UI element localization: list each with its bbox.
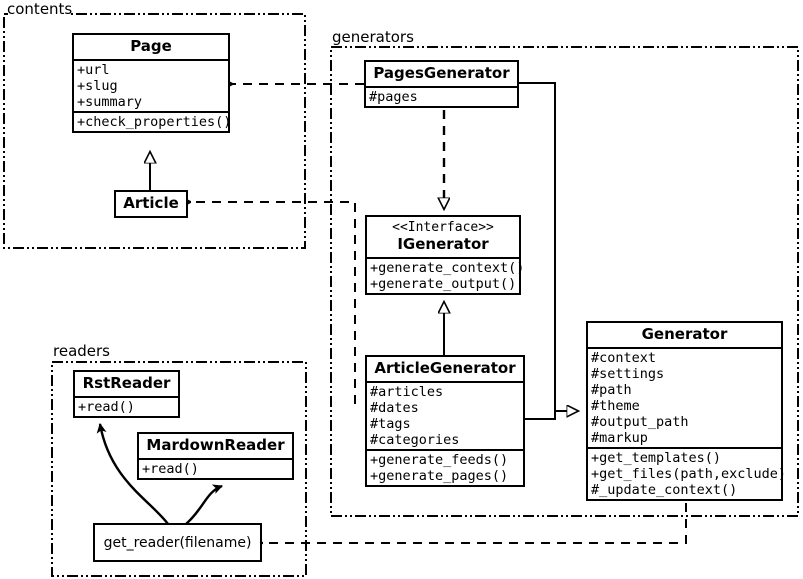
package-frame-contents — [3, 13, 306, 249]
attribute: #path — [591, 382, 632, 398]
attribute: #articles — [370, 384, 444, 400]
package-frame-readers — [51, 361, 307, 577]
operation: +read() — [78, 399, 135, 415]
operation: +get_templates() — [591, 450, 722, 466]
class-pages-generator-title: PagesGenerator — [373, 64, 510, 82]
operation: +check_properties() — [77, 114, 232, 130]
class-rst-reader[interactable]: RstReader +read() — [73, 370, 180, 418]
class-article-title: Article — [123, 194, 179, 212]
package-frame-generators — [330, 46, 799, 517]
class-igenerator[interactable]: <<Interface>> IGenerator +generate_conte… — [365, 215, 525, 295]
edge-articlegenerator-dependency-article — [190, 202, 356, 404]
class-generator-operations: +get_templates() +get_files(path,exclude… — [588, 447, 787, 499]
class-mardown-reader[interactable]: MardownReader +read() — [137, 432, 294, 480]
attribute: #output_path — [591, 414, 689, 430]
package-label-generators: generators — [332, 28, 414, 46]
class-page-title: Page — [130, 37, 172, 55]
attribute: #pages — [369, 89, 418, 105]
attribute: #tags — [370, 416, 411, 432]
edge-generator-dependency-getreader — [262, 503, 687, 543]
class-igenerator-operations: +generate_context() +generate_output() — [367, 257, 525, 293]
class-igenerator-stereotype: <<Interface>> — [392, 220, 494, 235]
function-get-reader[interactable]: get_reader(filename) — [93, 523, 262, 562]
class-article[interactable]: Article — [114, 190, 188, 218]
package-label-readers: readers — [53, 342, 110, 360]
class-rst-reader-operations: +read() — [75, 396, 178, 416]
attribute: #markup — [591, 430, 648, 446]
attribute: #dates — [370, 400, 419, 416]
class-page[interactable]: Page +url +slug +summary +check_properti… — [72, 33, 232, 133]
class-generator-attributes: #context #settings #path #theme #output_… — [588, 347, 781, 447]
attribute: +slug — [77, 78, 118, 94]
operation: +generate_output() — [370, 276, 517, 292]
attribute: #categories — [370, 432, 460, 448]
operation: +generate_feeds() — [370, 452, 509, 468]
class-mardown-reader-title: MardownReader — [146, 436, 285, 454]
attribute: +url — [77, 62, 110, 78]
class-mardown-reader-operations: +read() — [139, 458, 292, 478]
class-generator-title: Generator — [641, 325, 728, 343]
class-article-generator-title: ArticleGenerator — [374, 359, 516, 377]
attribute: +summary — [77, 94, 143, 110]
operation: +generate_context() — [370, 260, 525, 276]
class-page-attributes: +url +slug +summary — [74, 59, 228, 111]
attribute: #theme — [591, 398, 640, 414]
operation: #_update_context() — [591, 482, 738, 498]
class-article-generator-attributes: #articles #dates #tags #categories — [367, 381, 523, 449]
class-page-operations: +check_properties() — [74, 111, 232, 131]
edge-getreader-association-rstreader — [96, 423, 169, 525]
class-pages-generator-attributes: #pages — [366, 86, 517, 106]
function-get-reader-label: get_reader(filename) — [103, 534, 252, 551]
class-rst-reader-title: RstReader — [82, 374, 171, 392]
operation: +generate_pages() — [370, 468, 509, 484]
class-igenerator-name: IGenerator — [397, 235, 489, 253]
edge-getreader-association-mardownreader — [185, 484, 223, 525]
edge-articlegenerator-generalization-generator — [525, 411, 556, 420]
class-pages-generator[interactable]: PagesGenerator #pages — [364, 60, 519, 108]
edge-pagesgenerator-generalization-generator — [519, 82, 578, 411]
class-igenerator-title: <<Interface>> IGenerator — [367, 217, 519, 257]
class-article-generator[interactable]: ArticleGenerator #articles #dates #tags … — [365, 355, 525, 487]
attribute: #settings — [591, 366, 665, 382]
attribute: #context — [591, 350, 657, 366]
package-label-contents: contents — [7, 0, 73, 18]
operation: +read() — [142, 461, 199, 477]
operation: +get_files(path,exclude) — [591, 466, 787, 482]
class-article-generator-operations: +generate_feeds() +generate_pages() — [367, 449, 523, 485]
class-generator[interactable]: Generator #context #settings #path #them… — [586, 321, 787, 501]
